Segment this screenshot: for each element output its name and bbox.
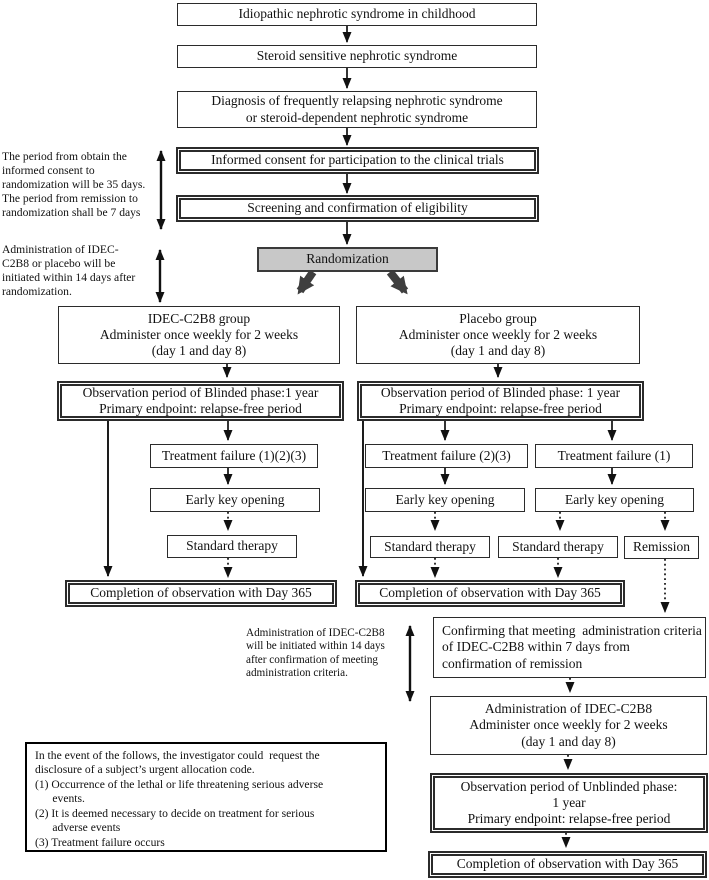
node-administration-idec: Administration of IDEC-C2B8 Administer o… (430, 696, 707, 755)
text-line: (day 1 and day 8) (151, 343, 247, 359)
text-line: Placebo group (459, 310, 537, 326)
node-observation-unblinded: Observation period of Unblinded phase: 1… (430, 773, 708, 833)
node-screening: Screening and confirmation of eligibilit… (176, 195, 539, 222)
node-randomization: Randomization (257, 247, 438, 272)
node-early-key-idec: Early key opening (150, 488, 320, 512)
text-line: Diagnosis of frequently relapsing nephro… (211, 93, 503, 109)
text-line: Primary endpoint: relapse-free period (99, 401, 302, 416)
node-observation-blinded-placebo: Observation period of Blinded phase: 1 y… (357, 381, 644, 421)
text-line: Administer once weekly for 2 weeks (398, 326, 598, 342)
node-observation-blinded-idec: Observation period of Blinded phase:1 ye… (57, 381, 344, 421)
node-treatment-failure-placebo-23: Treatment failure (2)(3) (365, 444, 528, 468)
text-line: Administer once weekly for 2 weeks (469, 717, 668, 733)
text-line: Administer once weekly for 2 weeks (99, 326, 299, 342)
text-line: Primary endpoint: relapse-free period (467, 811, 671, 827)
text-line: IDEC-C2B8 group (147, 310, 251, 326)
node-completion-placebo: Completion of observation with Day 365 (355, 580, 625, 607)
node-diagnosis: Diagnosis of frequently relapsing nephro… (177, 91, 537, 128)
node-idiopathic-syndrome: Idiopathic nephrotic syndrome in childho… (177, 3, 537, 26)
text-line: Observation period of Blinded phase:1 ye… (82, 384, 319, 400)
text-line: Administration of IDEC-C2B8 (484, 701, 653, 717)
text-line: (day 1 and day 8) (450, 343, 546, 359)
text-line: Confirming that meeting administration c… (442, 623, 702, 639)
text-line: 1 year (552, 794, 586, 810)
annotation-consent-period: The period from obtain the informed cons… (2, 150, 146, 219)
node-remission: Remission (624, 536, 699, 559)
text-line: confirmation of remission (442, 655, 583, 671)
node-standard-therapy-placebo-1: Standard therapy (498, 536, 618, 558)
text-line: Observation period of Blinded phase: 1 y… (380, 384, 621, 400)
text-line: Observation period of Unblinded phase: (460, 778, 678, 794)
node-placebo-group: Placebo group Administer once weekly for… (356, 306, 640, 364)
node-early-key-placebo-1: Early key opening (535, 488, 694, 512)
text-line: (day 1 and day 8) (521, 733, 616, 749)
node-treatment-failure-placebo-1: Treatment failure (1) (535, 444, 693, 468)
node-informed-consent: Informed consent for participation to th… (176, 147, 539, 174)
node-steroid-sensitive: Steroid sensitive nephrotic syndrome (177, 45, 537, 68)
node-treatment-failure-idec: Treatment failure (1)(2)(3) (150, 444, 318, 468)
node-confirming-criteria: Confirming that meeting administration c… (433, 617, 706, 678)
node-standard-therapy-placebo-23: Standard therapy (370, 536, 490, 558)
annotation-administration-window: Administration of IDEC- C2B8 or placebo … (2, 243, 136, 298)
annotation-administration-after-criteria: Administration of IDEC-C2B8 will be init… (246, 627, 385, 680)
urgent-code-note-text: In the event of the follows, the investi… (35, 749, 324, 849)
node-urgent-code-note: In the event of the follows, the investi… (25, 742, 387, 852)
text-line: of IDEC-C2B8 within 7 days from (442, 639, 630, 655)
node-completion-idec: Completion of observation with Day 365 (65, 580, 337, 607)
node-standard-therapy-idec: Standard therapy (167, 535, 297, 558)
text-line: or steroid-dependent nephrotic syndrome (245, 109, 469, 125)
node-idec-group: IDEC-C2B8 group Administer once weekly f… (58, 306, 340, 364)
node-completion-unblinded: Completion of observation with Day 365 (428, 851, 707, 878)
text-line: Primary endpoint: relapse-free period (399, 401, 602, 416)
node-early-key-placebo-23: Early key opening (365, 488, 525, 512)
